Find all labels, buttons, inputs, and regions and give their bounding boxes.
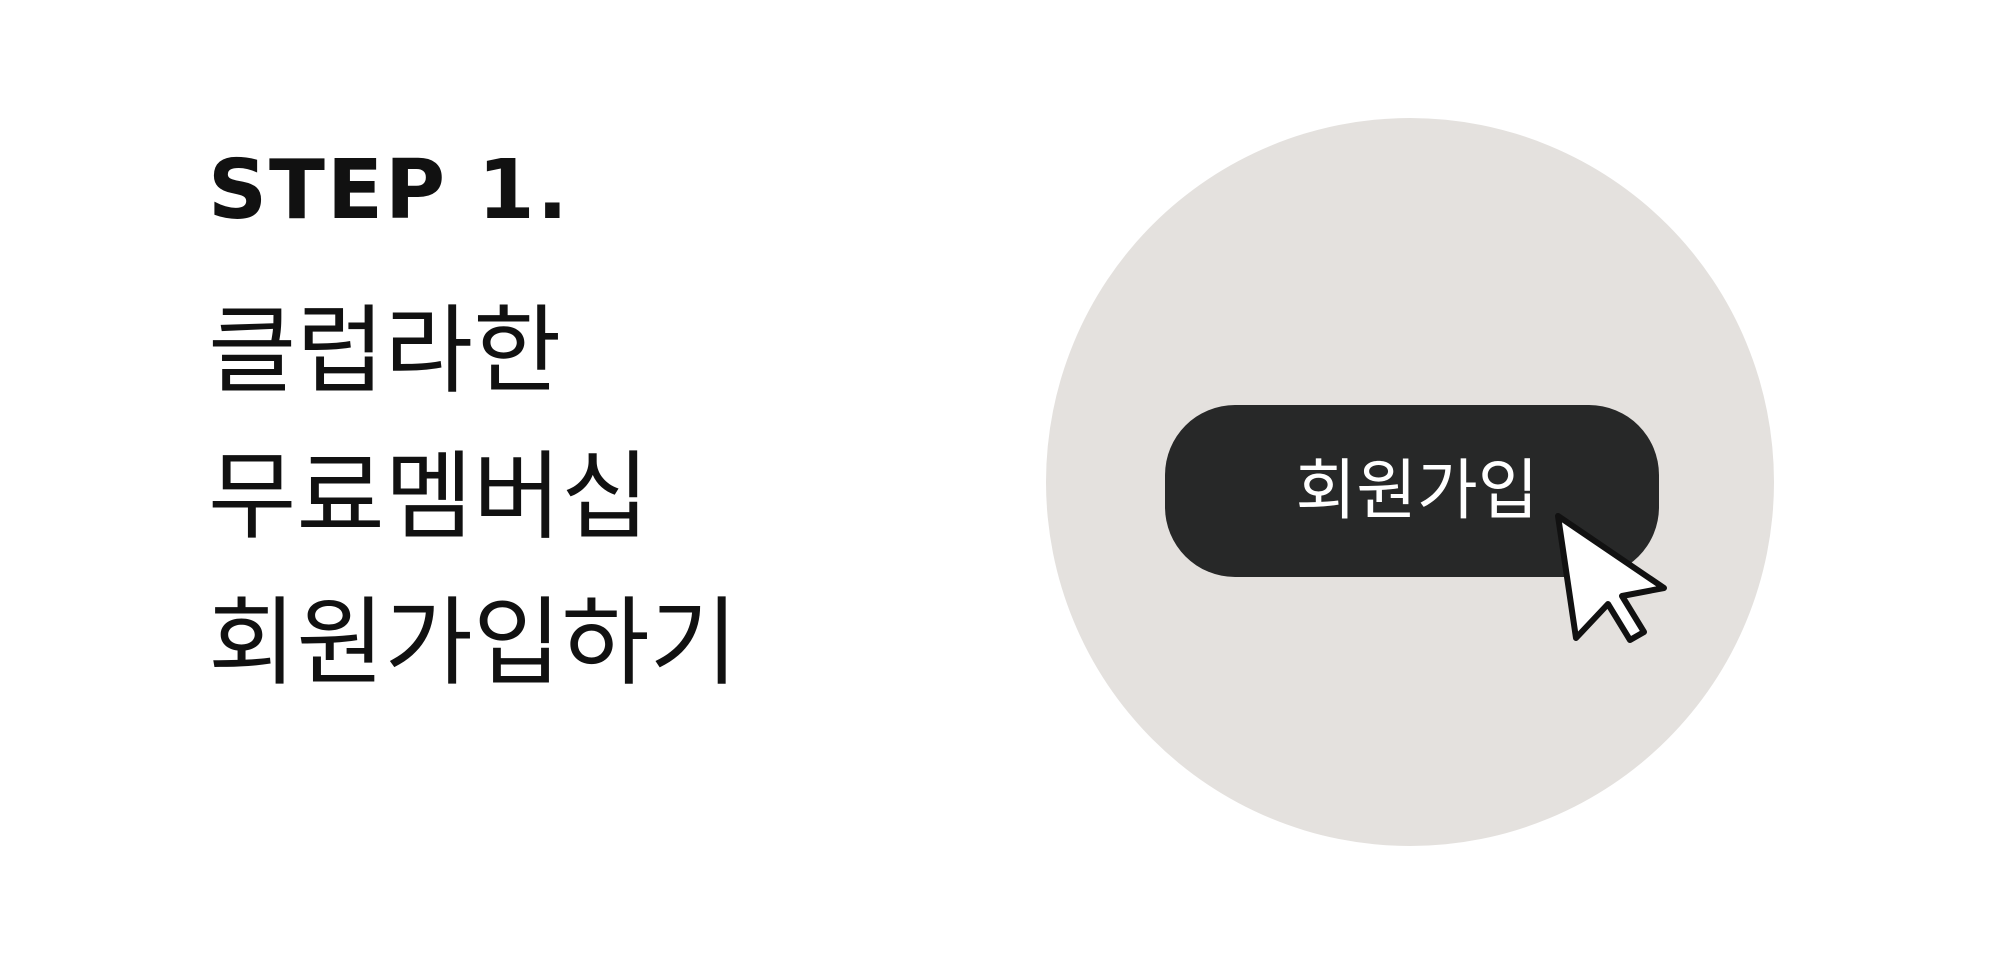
headline-line-1: 클럽라한 [208, 295, 562, 407]
mouse-pointer-icon [1555, 513, 1667, 643]
signup-button-label: 회원가입 [1295, 452, 1539, 529]
headline-line-2: 무료멤버십 [208, 441, 650, 553]
headline-line-3: 회원가입하기 [208, 587, 738, 699]
step-title: STEP 1. [208, 143, 570, 238]
headline: 클럽라한 무료멤버십 회원가입하기 [208, 278, 738, 716]
instruction-block: STEP 1. 클럽라한 무료멤버십 회원가입하기 [208, 150, 738, 716]
